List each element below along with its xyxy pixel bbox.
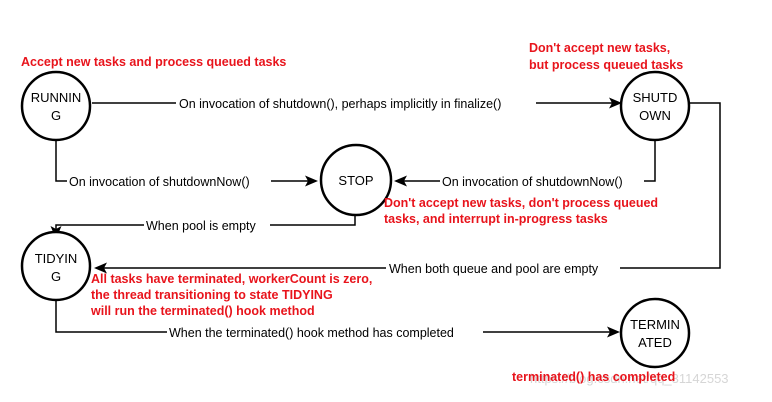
state-running-circle [20,70,92,142]
arrowhead-stop-right [394,175,407,187]
state-terminated: TERMIN ATED [619,297,691,369]
label-stop-to-tidying: When pool is empty [146,219,257,233]
note-shutdown-line2: but process queued tasks [529,58,683,72]
label-tidying-to-terminated: When the terminated() hook method has co… [169,326,454,340]
note-stop-line1: Don't accept new tasks, don't process qu… [384,196,658,210]
state-tidying-label-line1: TIDYIN [35,251,78,266]
label-running-to-shutdown: On invocation of shutdown(), perhaps imp… [179,97,501,111]
arrowhead-tidying-right [94,262,107,274]
state-shutdown-circle [619,70,691,142]
state-tidying-label-line2: G [51,269,61,284]
state-stop-circle [319,143,393,217]
note-stop-line2: tasks, and interrupt in-progress tasks [384,212,608,226]
state-tidying-circle [20,230,92,302]
state-running-label-line2: G [51,108,61,123]
state-running: RUNNIN G [20,70,92,142]
arrowhead-stop-left [305,175,318,187]
watermark: https://blog.csdn.net/qq_31142553 [530,371,729,386]
state-running-label-line1: RUNNIN [31,90,82,105]
arrowhead-terminated [607,326,620,338]
label-shutdown-to-stop: On invocation of shutdownNow() [442,175,623,189]
label-shutdown-to-tidying: When both queue and pool are empty [389,262,599,276]
state-terminated-label-line1: TERMIN [630,317,680,332]
state-terminated-label-line2: ATED [638,335,672,350]
state-shutdown: SHUTD OWN [619,70,691,142]
arrowhead-shutdown [609,97,622,109]
state-shutdown-label-line2: OWN [639,108,671,123]
note-tidying-line2: the thread transitioning to state TIDYIN… [91,288,333,302]
note-shutdown-line1: Don't accept new tasks, [529,41,670,55]
note-tidying-line3: will run the terminated() hook method [90,304,315,318]
state-tidying: TIDYIN G [20,230,92,302]
state-stop-label: STOP [338,173,373,188]
state-stop: STOP [319,143,393,217]
state-terminated-circle [619,297,691,369]
label-running-to-stop: On invocation of shutdownNow() [69,175,250,189]
note-terminated: terminated() has completed [512,370,675,384]
note-tidying-line1: All tasks have terminated, workerCount i… [91,272,372,286]
state-shutdown-label-line1: SHUTD [633,90,678,105]
note-running: Accept new tasks and process queued task… [21,55,286,69]
